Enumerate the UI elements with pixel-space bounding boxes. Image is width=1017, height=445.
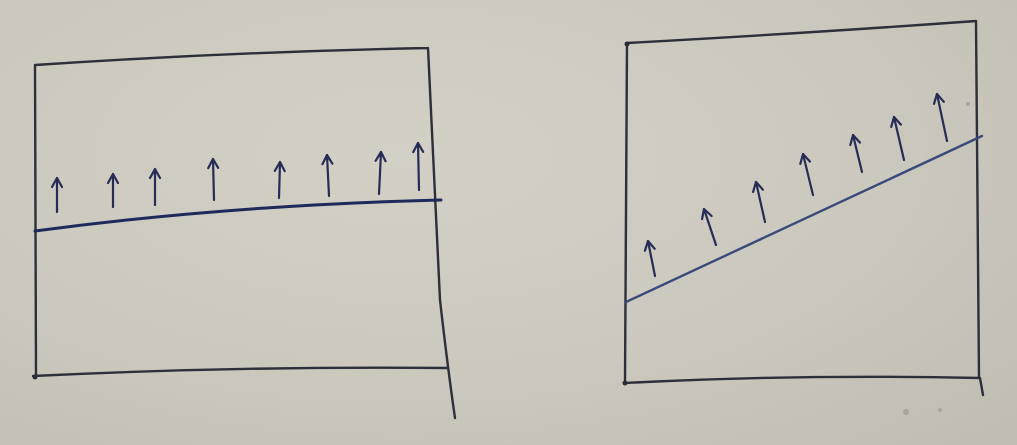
left-panel-surface-line: [33, 198, 443, 233]
pencil-smudges: [903, 102, 970, 415]
arrow-head: [207, 157, 220, 170]
right-panel-arrows: [643, 92, 949, 278]
arrow-head: [412, 141, 425, 154]
right-panel-surface-line: [624, 134, 984, 304]
up-arrow: [50, 176, 64, 214]
arrow-head: [932, 92, 945, 105]
arrow-head: [643, 239, 656, 252]
up-arrow: [849, 133, 864, 174]
up-arrow: [701, 207, 718, 247]
arrow-shaft: [702, 207, 718, 247]
arrow-head: [374, 150, 387, 163]
left-panel-arrows: [50, 141, 425, 214]
up-arrow: [799, 152, 815, 197]
arrow-head: [890, 115, 902, 128]
arrow-head: [799, 152, 812, 165]
left-panel-frame: [31, 46, 457, 420]
right-panel-frame: [623, 19, 985, 397]
up-arrow: [752, 180, 767, 224]
arrow-head: [106, 172, 120, 185]
arrow-head: [701, 207, 713, 221]
arrow-shaft: [935, 92, 949, 143]
up-arrow: [321, 153, 334, 198]
up-arrow: [207, 157, 220, 202]
arrow-shaft: [851, 133, 864, 174]
arrow-shaft: [277, 160, 282, 200]
up-arrow: [273, 160, 286, 200]
right-panel-corner-dot-top: [624, 41, 630, 47]
left-panel: [31, 46, 457, 420]
arrow-shaft: [754, 180, 767, 224]
arrow-shaft: [325, 153, 331, 198]
arrow-shaft: [646, 239, 657, 278]
up-arrow: [932, 92, 949, 143]
arrow-head: [148, 167, 162, 180]
smudge-mark: [903, 409, 909, 415]
left-panel-corner-dot: [32, 374, 38, 380]
right-panel-corner-dot-bottom: [622, 380, 628, 386]
up-arrow: [412, 141, 425, 192]
arrow-shaft: [892, 115, 906, 162]
arrow-head: [273, 160, 286, 173]
smudge-mark: [966, 102, 970, 106]
up-arrow: [643, 239, 657, 278]
up-arrow: [106, 172, 120, 209]
arrow-shaft: [801, 152, 815, 197]
arrow-head: [849, 133, 862, 146]
up-arrow: [890, 115, 906, 162]
arrow-shaft: [211, 157, 216, 202]
arrow-shaft: [416, 141, 421, 192]
arrow-head: [50, 176, 64, 189]
arrow-head: [321, 153, 334, 166]
up-arrow: [148, 167, 162, 207]
right-panel: [622, 19, 985, 397]
smudge-mark: [938, 408, 942, 412]
arrow-shaft: [377, 150, 383, 196]
arrow-head: [752, 180, 764, 193]
up-arrow: [374, 150, 387, 196]
